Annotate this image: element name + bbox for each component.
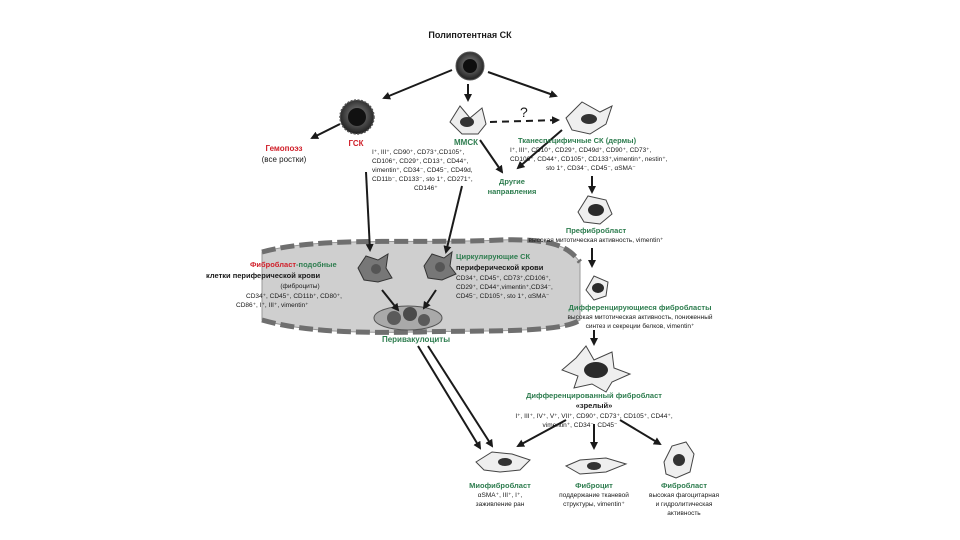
fibroblast-like-title-red: Фибробласт [250,260,296,269]
prefibroblast-title: Префибробласт [566,226,627,235]
myofibroblast-cell [475,451,531,473]
mmsc-marker-line: CD146⁺ [414,185,438,192]
circulating-sc-cell [423,250,457,281]
circulating-sc-marker-line: CD34⁺, CD45⁺, CD73⁺,CD106⁺, [456,275,551,282]
arrow-hsc-hematopoiesis [310,123,341,139]
other-directions-sublabel: направления [488,187,537,196]
arrow-circ-perivasc [422,289,437,310]
diff-fibroblasts-cell [585,275,609,301]
arrow-perivasc-myo-2 [427,345,494,448]
fibroclast-title: Фибробласт [661,481,707,490]
perivascular-cells [373,305,443,331]
hematopoiesis-sublabel: (все ростки) [262,155,307,164]
fibroblast-like-line2: клетки периферической крови [206,271,320,280]
svg-text:Фибробласт-подобные: Фибробласт-подобные [250,260,337,269]
arrows [310,69,662,450]
myofibroblast-desc-line: заживление ран [476,501,525,508]
mmsc-marker-line: vimentin⁺, CD34⁻, CD45⁻, CD49d, [372,167,473,174]
arrow-mature-fibroclast [619,419,662,446]
mmsc-markers: I⁺, III⁺, CD90⁺, CD73⁺,CD105⁺, CD106⁺, C… [372,149,473,192]
fibrocyte-cell [564,457,628,475]
tissue-sc-marker-line: CD106⁺, CD44⁺, CD105⁺, CD133⁺,vimentin⁺,… [510,156,668,163]
fibroclast-desc-line: и гидролитическая [656,501,713,508]
fibroblast-like-title-rest: -подобные [296,260,337,269]
myofibroblast-title: Миофибробласт [469,481,531,490]
mmsc-cell [449,105,487,135]
myofibroblast-desc-line: αSMA⁺, III⁺, I⁺, [478,492,523,499]
fibroblast-like-title: Фибробласт-подобные [250,260,337,269]
perivascular-label: Перивакулоциты [382,335,450,344]
circulating-sc-title: Циркулирующие СК [456,252,531,261]
mmsc-label: ММСК [454,138,478,147]
arrow-hsc-down [365,171,374,252]
mature-fibroblast-marker-line: vimentin⁺, CD34⁻, CD45⁻ [543,422,619,429]
other-directions-label: Другие [499,177,525,186]
fibroblast-like-marker-line: CD34⁺, CD45⁺, CD11b⁺, CD80⁺, [246,293,342,300]
mature-fibroblast-cell [561,345,632,393]
hsc-label: ГСК [348,139,363,148]
hematopoiesis-label: Гемопоэз [265,144,302,153]
mature-fibroblast-subtitle: «зрелый» [576,401,613,410]
arrow-perivasc-myo-1 [417,345,482,450]
mature-fibroblast-title: Дифференцированный фибробласт [526,391,662,400]
arrow-tissue-other [516,129,563,170]
hsc-cell [339,99,375,135]
mature-fibroblast-marker-line: I⁺, III⁺, IV⁺, V⁺, VII⁺, CD90⁺, CD73⁺, C… [515,413,673,420]
mmsc-marker-line: I⁺, III⁺, CD90⁺, CD73⁺,CD105⁺, [372,149,464,156]
diff-fibroblasts-desc-line: синтез и секреции белков, vimentin⁺ [586,322,695,330]
polypotent-sc-cell [455,51,485,81]
arrow-to-tissue-sc [487,71,558,98]
circulating-sc-subtitle: периферической крови [456,263,544,272]
circulating-sc-marker-line: CD29⁺, CD44⁺,vimentin⁺,CD34⁻, [456,284,553,291]
tissue-sc-markers: I⁺, III⁺, CD10⁺, CD29⁺, CD49d⁺, CD90⁺, C… [510,147,668,172]
tissue-sc-title: Тканеспецифичные СК (дермы) [518,136,637,145]
diagram-title: Полипотентная СК [428,30,512,40]
arrow-fiblike-perivasc [381,289,400,312]
fibroblast-like-marker-line: CD86⁺, I⁺, III⁺, vimentin⁺ [236,302,309,309]
fibrocyte-title: Фиброцит [575,481,613,490]
blood-vessel [261,237,582,335]
prefibroblast-cell [577,195,613,225]
fibrocyte-desc-line: поддержание тканевой [559,491,629,499]
fibroclast-desc-line: высокая фагоцитарная [649,492,719,499]
mmsc-marker-line: CD106⁺, CD29⁺, CD13⁺, CD44⁺, [372,158,469,165]
circulating-sc-marker-line: CD45⁻, CD105⁺, sto 1⁺, αSMA⁻ [456,293,550,300]
tissue-sc-marker-line: I⁺, III⁺, CD10⁺, CD29⁺, CD49d⁺, CD90⁺, C… [510,147,652,154]
question-mark: ? [520,104,528,120]
prefibroblast-desc: высокая митотическая активность, vimenti… [529,237,664,244]
mmsc-marker-line: CD11b⁻, CD133⁻, sto 1⁺, CD271⁺, [372,176,473,183]
tissue-sc-cell [565,101,613,135]
fibroclast-cell [663,441,695,479]
tissue-sc-marker-line: sto 1⁺, CD34⁻, CD45⁻, αSMA⁻ [546,165,636,172]
arrow-to-hsc [382,69,453,100]
fibroclast-desc-line: активность [667,510,701,517]
arrow-mmsc-down [443,185,463,254]
diff-fibroblasts-title: Дифференцирующиеся фибробласты [569,303,712,312]
fibroblast-like-line3: (фиброциты) [280,282,319,290]
arrow-mmsc-other [479,139,504,174]
arrow-mmsc-tissue-dashed [489,116,560,125]
diff-fibroblasts-desc-line: высокая митотическая активность, понижен… [567,313,712,321]
arrow-mature-myo [516,419,567,447]
fibrocyte-desc-line: структуры, vimentin⁺ [563,501,625,508]
fibroblast-like-cell [357,253,393,283]
